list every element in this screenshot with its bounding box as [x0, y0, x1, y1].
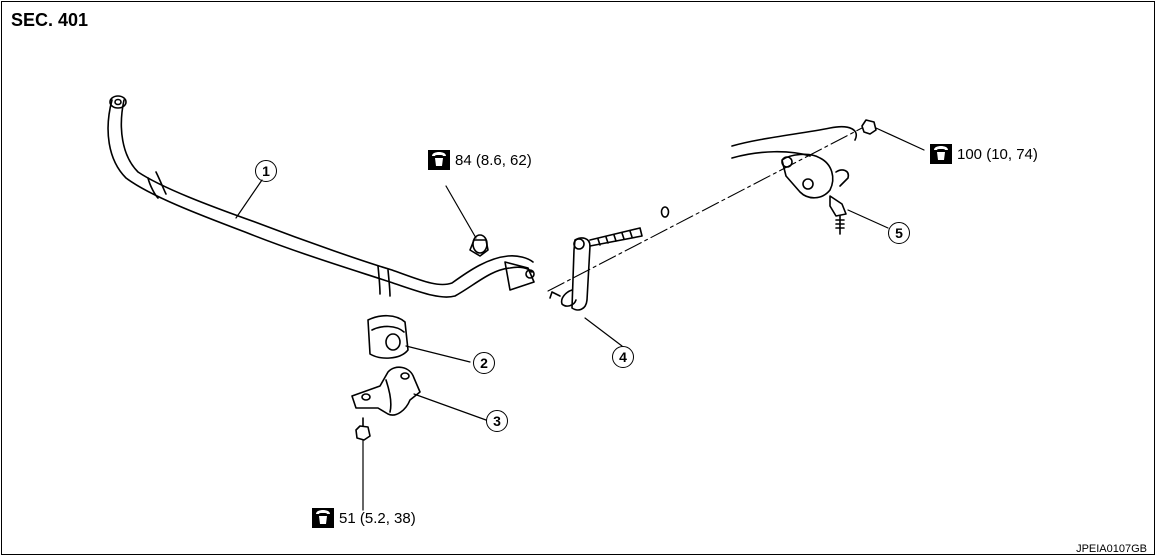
- leader-5: [847, 209, 889, 229]
- leader-4: [584, 317, 623, 347]
- callout-5: 5: [888, 222, 910, 244]
- torque-value-84: 84 (8.6, 62): [455, 151, 532, 169]
- leader-84: [445, 185, 477, 239]
- stabilizer-bushing: [367, 314, 409, 359]
- link-nut: [861, 119, 877, 135]
- torque-wrench-icon: [312, 508, 334, 528]
- lower-link-bracket: [731, 125, 857, 235]
- torque-wrench-icon: [428, 150, 450, 170]
- torque-label-84: 84 (8.6, 62): [428, 150, 532, 170]
- torque-wrench-icon: [930, 144, 952, 164]
- callout-4: 4: [612, 346, 634, 368]
- clamp-nut: [355, 417, 371, 441]
- callout-3: 3: [486, 410, 508, 432]
- leader-2: [405, 345, 471, 363]
- callout-2: 2: [473, 352, 495, 374]
- section-label: SEC. 401: [11, 10, 89, 30]
- callout-1: 1: [255, 160, 277, 182]
- torque-value-100: 100 (10, 74): [957, 145, 1038, 163]
- stabilizer-bar: [107, 95, 535, 298]
- washer: [660, 206, 670, 218]
- torque-value-51: 51 (5.2, 38): [339, 509, 416, 527]
- leader-3: [413, 393, 487, 421]
- torque-label-51: 51 (5.2, 38): [312, 508, 416, 528]
- leader-1: [235, 179, 263, 219]
- torque-label-100: 100 (10, 74): [930, 144, 1038, 164]
- stabilizer-clamp: [351, 366, 421, 416]
- bar-end-nut: [469, 234, 489, 257]
- figure-reference-code: JPEIA0107GB: [1076, 543, 1147, 555]
- leader-100: [875, 127, 925, 151]
- assembly-axis-line: [547, 127, 863, 292]
- connecting-rod: [549, 227, 643, 311]
